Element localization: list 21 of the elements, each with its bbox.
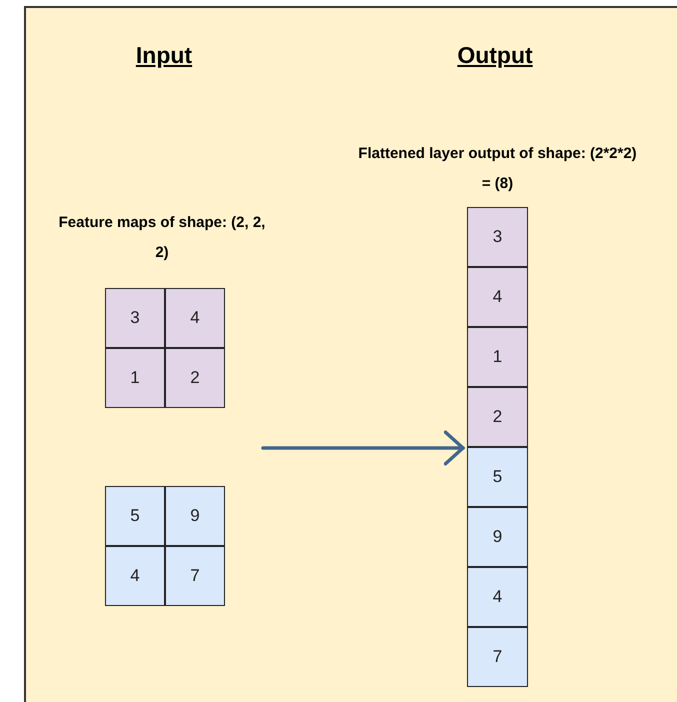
section-heading: Output xyxy=(456,41,534,70)
value-cell: 1 xyxy=(105,348,165,408)
value-cell: 4 xyxy=(165,288,225,348)
arrow xyxy=(261,430,465,466)
value-cell: 9 xyxy=(467,507,528,567)
value-cell: 3 xyxy=(467,207,528,267)
value-cell: 2 xyxy=(467,387,528,447)
value-cell: 1 xyxy=(467,327,528,387)
value-cell: 2 xyxy=(165,348,225,408)
value-cell: 3 xyxy=(105,288,165,348)
section-heading: Input xyxy=(134,41,194,70)
value-cell: 4 xyxy=(105,546,165,606)
column-heading: Flattened layer output of shape: (2*2*2) = (8) xyxy=(358,144,638,194)
grid-caption: Feature maps of shape: (2, 2, 2) xyxy=(58,213,266,263)
value-cell: 9 xyxy=(165,486,225,546)
value-cell: 5 xyxy=(467,447,528,507)
value-cell: 4 xyxy=(467,567,528,627)
value-cell: 7 xyxy=(165,546,225,606)
value-cell: 7 xyxy=(467,627,528,687)
value-cell: 4 xyxy=(467,267,528,327)
value-cell: 5 xyxy=(105,486,165,546)
